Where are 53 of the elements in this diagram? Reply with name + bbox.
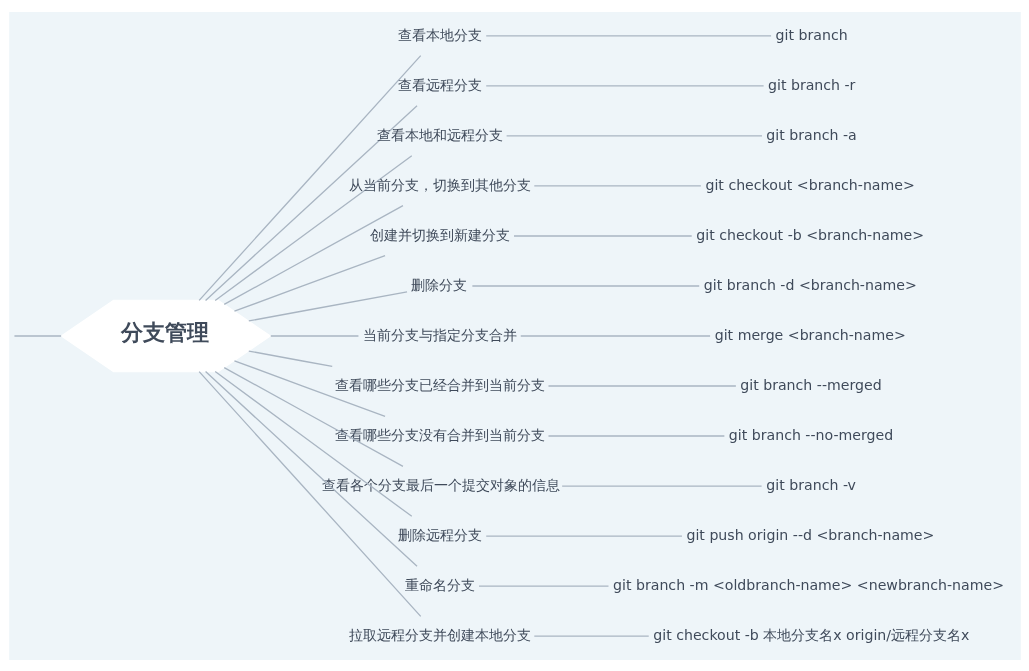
connector bbox=[214, 370, 412, 517]
node-text: git branch -d <branch-name> bbox=[703, 276, 917, 293]
connector bbox=[269, 334, 359, 337]
node-text: git branch -r bbox=[767, 76, 855, 93]
connector bbox=[247, 349, 333, 367]
node-text: git branch -m <oldbranch-name> <newbranch-name> bbox=[612, 576, 1004, 593]
node-text: 删除远程分支 bbox=[397, 526, 482, 543]
connector bbox=[485, 84, 764, 87]
connector bbox=[505, 134, 763, 137]
connector bbox=[214, 154, 412, 301]
node-text: 创建并切换到新建分支 bbox=[369, 226, 510, 243]
connector bbox=[204, 370, 418, 567]
connector bbox=[533, 634, 649, 637]
connector bbox=[204, 104, 418, 301]
connector bbox=[533, 184, 701, 187]
connector bbox=[13, 334, 62, 337]
node-text: 查看哪些分支没有合并到当前分支 bbox=[334, 426, 545, 443]
connector bbox=[561, 484, 762, 487]
connector bbox=[547, 434, 725, 437]
connector bbox=[223, 366, 404, 467]
connector bbox=[512, 234, 692, 237]
node-text: 从当前分支，切换到其他分支 bbox=[348, 176, 531, 193]
node-text: git push origin --d <branch-name> bbox=[685, 526, 934, 543]
connector bbox=[198, 370, 421, 617]
connector bbox=[485, 34, 772, 37]
connector bbox=[198, 54, 421, 301]
node-text: git checkout -b 本地分支名x origin/远程分支名x bbox=[652, 626, 969, 643]
connector bbox=[519, 334, 711, 337]
node-text: 重命名分支 bbox=[404, 576, 475, 593]
connector bbox=[547, 384, 737, 387]
node-text: 查看哪些分支已经合并到当前分支 bbox=[334, 376, 545, 393]
node-text: 当前分支与指定分支合并 bbox=[362, 326, 517, 343]
node-text: git branch -a bbox=[765, 126, 857, 143]
node-text: 查看本地分支 bbox=[397, 26, 482, 43]
node-text: 查看各个分支最后一个提交对象的信息 bbox=[321, 476, 560, 493]
node-text: git checkout <branch-name> bbox=[704, 176, 915, 193]
node-text: git merge <branch-name> bbox=[714, 326, 906, 343]
connector bbox=[477, 584, 609, 587]
connector bbox=[247, 290, 408, 322]
connector bbox=[233, 254, 386, 312]
connector bbox=[471, 284, 700, 287]
node-text: 删除分支 bbox=[410, 276, 467, 293]
node-text: 拉取远程分支并创建本地分支 bbox=[348, 626, 531, 643]
node-text: git branch --no-merged bbox=[728, 426, 893, 443]
node-text: git checkout -b <branch-name> bbox=[695, 226, 924, 243]
connector bbox=[485, 534, 683, 537]
node-text: git branch --merged bbox=[739, 376, 882, 393]
node-text: git branch bbox=[775, 26, 848, 43]
node-text: 查看本地和远程分支 bbox=[376, 126, 503, 143]
connector bbox=[223, 204, 404, 305]
connector bbox=[233, 359, 386, 417]
node-text: 查看远程分支 bbox=[397, 76, 482, 93]
node-text: git branch -v bbox=[765, 476, 856, 493]
